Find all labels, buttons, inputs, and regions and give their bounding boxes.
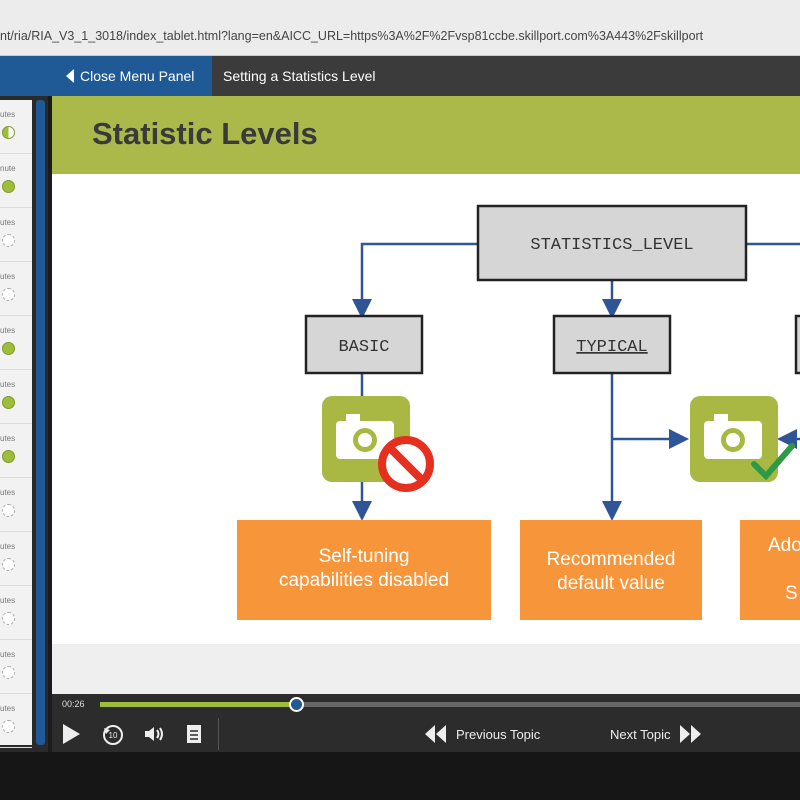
next-topic-button[interactable]: Next Topic xyxy=(610,722,702,746)
play-button[interactable] xyxy=(60,722,82,746)
topic-list: utes nute utes utes utes utes utes utes utes utes… xyxy=(0,100,32,748)
transcript-button[interactable] xyxy=(184,722,204,746)
outcome-basic-line2: capabilities disabled xyxy=(279,570,449,591)
completion-status-icon xyxy=(2,396,15,409)
topic-duration-label: utes xyxy=(0,434,16,443)
topic-list-item[interactable]: utes xyxy=(0,586,32,640)
outcome-third-line1: Ado xyxy=(768,535,800,556)
course-top-bar: Close Menu Panel Setting a Statistics Le… xyxy=(0,56,800,96)
outcome-box-third: Ado S xyxy=(740,520,800,620)
topic-list-item[interactable]: utes xyxy=(0,478,32,532)
previous-topic-label: Previous Topic xyxy=(456,726,541,742)
root-node: STATISTICS_LEVEL xyxy=(476,204,748,282)
chevron-left-icon xyxy=(66,69,74,83)
menu-scrollbar[interactable] xyxy=(36,100,45,745)
next-topic-icon xyxy=(680,725,702,743)
slide-title: Statistic Levels xyxy=(92,116,318,151)
topic-list-item[interactable]: utes xyxy=(0,262,32,316)
topic-list-item[interactable]: utes xyxy=(0,532,32,586)
completion-status-icon xyxy=(2,180,15,193)
volume-icon xyxy=(145,727,163,741)
diagram-connectors xyxy=(352,242,800,521)
replay-10-button[interactable]: 10 xyxy=(100,722,126,746)
completion-status-icon xyxy=(2,612,15,625)
progress-handle[interactable] xyxy=(289,697,304,712)
media-player-bar: 00:26 10 Previous To xyxy=(52,694,800,752)
outcome-typical-line1: Recommended xyxy=(547,549,676,570)
outcome-box-basic: Self-tuning capabilities disabled xyxy=(237,520,491,620)
topic-title: Setting a Statistics Level xyxy=(223,68,376,84)
menu-panel: utes nute utes utes utes utes utes utes utes utes… xyxy=(0,96,48,752)
topic-duration-label: utes xyxy=(0,380,16,389)
slide-header: Statistic Levels xyxy=(52,96,800,174)
topic-duration-label: utes xyxy=(0,272,16,281)
completion-status-icon xyxy=(2,450,15,463)
topic-duration-label: utes xyxy=(0,542,16,551)
topic-duration-label: utes xyxy=(0,218,16,227)
root-node-label: STATISTICS_LEVEL xyxy=(530,236,693,255)
progress-fill xyxy=(100,702,296,707)
topic-list-item[interactable]: utes xyxy=(0,208,32,262)
next-topic-label: Next Topic xyxy=(610,726,671,742)
slide-area: Statistic Levels STATISTICS_LEVEL B xyxy=(52,96,800,694)
camera-disabled-icon xyxy=(322,396,434,492)
completion-status-icon xyxy=(2,666,15,679)
check-icon xyxy=(751,443,795,481)
basic-node: BASIC xyxy=(304,314,424,375)
topic-duration-label: utes xyxy=(0,596,16,605)
statistics-level-diagram: STATISTICS_LEVEL BASIC TYPICAL xyxy=(237,204,800,620)
outcome-typical-line2: default value xyxy=(557,573,665,594)
completion-status-icon xyxy=(2,288,15,301)
topic-list-item[interactable]: utes xyxy=(0,640,32,694)
outcome-basic-line1: Self-tuning xyxy=(319,546,410,567)
topic-duration-label: utes xyxy=(0,488,16,497)
transcript-icon xyxy=(187,725,201,743)
topic-list-item[interactable]: utes xyxy=(0,424,32,478)
topic-duration-label: utes xyxy=(0,650,16,659)
play-icon xyxy=(63,724,80,744)
topic-duration-label: utes xyxy=(0,704,16,713)
slide-footer xyxy=(52,644,800,694)
browser-address-bar[interactable]: nt/ria/RIA_V3_1_3018/index_tablet.html?l… xyxy=(0,0,800,56)
topic-list-item[interactable]: utes xyxy=(0,316,32,370)
topic-duration-label: utes xyxy=(0,326,16,335)
completion-status-icon xyxy=(2,558,15,571)
third-node-partial xyxy=(794,314,800,375)
typical-node: TYPICAL xyxy=(552,314,672,375)
completion-status-icon xyxy=(2,126,15,139)
camera-enabled-icon xyxy=(690,396,795,482)
topic-list-item[interactable]: nute xyxy=(0,154,32,208)
completion-status-icon xyxy=(2,342,15,355)
basic-node-label: BASIC xyxy=(338,338,389,357)
url-text: nt/ria/RIA_V3_1_3018/index_tablet.html?l… xyxy=(0,29,704,43)
typical-node-label: TYPICAL xyxy=(576,338,647,357)
completion-status-icon xyxy=(2,504,15,517)
outcome-box-typical: Recommended default value xyxy=(520,520,702,620)
topic-list-item[interactable]: utes xyxy=(0,100,32,154)
close-menu-panel-label: Close Menu Panel xyxy=(80,68,195,84)
svg-text:10: 10 xyxy=(109,731,118,740)
replay-10-icon: 10 xyxy=(103,725,123,745)
topic-list-item[interactable]: utes xyxy=(0,694,32,748)
close-menu-panel-button[interactable]: Close Menu Panel xyxy=(0,56,212,96)
progress-track[interactable] xyxy=(100,697,800,712)
window-bottom-edge xyxy=(0,752,800,800)
previous-topic-button[interactable]: Previous Topic xyxy=(424,722,540,746)
completion-status-icon xyxy=(2,234,15,247)
topic-list-item[interactable]: utes xyxy=(0,370,32,424)
previous-topic-icon xyxy=(425,725,446,743)
topic-duration-label: nute xyxy=(0,164,16,173)
topic-duration-label: utes xyxy=(0,110,16,119)
outcome-third-line2: S xyxy=(785,583,798,604)
elapsed-time: 00:26 xyxy=(62,699,85,709)
volume-button[interactable] xyxy=(142,722,166,746)
completion-status-icon xyxy=(2,720,15,733)
controls-divider xyxy=(218,718,219,750)
